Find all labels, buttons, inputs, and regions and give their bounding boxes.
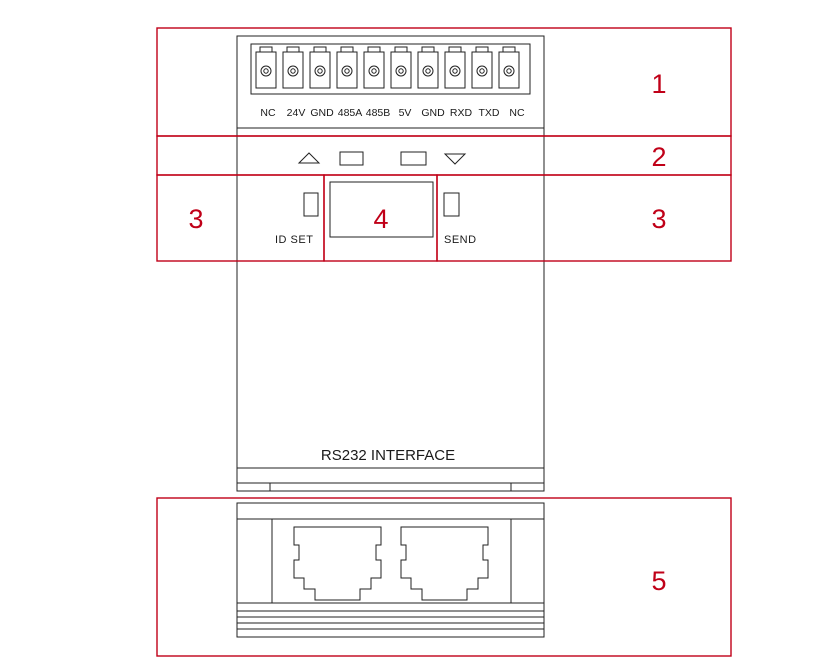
terminal-cell [471,51,493,89]
connector-housing [236,502,545,638]
id-set-label: ID SET [275,234,313,246]
terminal-pin-label: TXD [479,107,500,119]
rj-jack-right[interactable] [400,526,489,601]
triangle-up-icon [297,152,321,164]
screw-head-icon [449,65,461,77]
terminal-cell [309,51,331,89]
id-set-button[interactable] [303,192,319,217]
terminal-pin-label: GND [421,107,445,119]
screw-head-icon [314,65,326,77]
screw-head-icon [260,65,272,77]
terminal-cell [363,51,385,89]
zone-numbers: 1 2 3 4 3 5 [188,69,666,596]
terminal-screw[interactable] [498,46,520,89]
terminal-screw[interactable] [336,46,358,89]
terminal-screw[interactable] [444,46,466,89]
terminal-screws [255,46,520,89]
terminal-pin-label: 485B [366,107,391,119]
screw-head-icon [341,65,353,77]
terminal-tab [259,46,273,53]
controls [303,181,460,238]
screw-slot-icon [344,68,350,74]
zone-4-number: 4 [373,204,388,234]
rj-connector-module [236,502,545,638]
terminal-cell [336,51,358,89]
interface-label: RS232 INTERFACE [321,447,455,464]
send-label: SEND [444,234,477,246]
send-button[interactable] [443,192,460,217]
terminal-tab [421,46,435,53]
device-outline [236,35,545,492]
screw-head-icon [395,65,407,77]
terminal-cell [390,51,412,89]
terminal-housing [250,43,531,95]
screw-head-icon [368,65,380,77]
screw-head-icon [503,65,515,77]
screw-head-icon [476,65,488,77]
terminal-pin-label: GND [310,107,334,119]
terminal-screw[interactable] [417,46,439,89]
display-window [329,181,434,238]
terminal-screw[interactable] [471,46,493,89]
screw-slot-icon [290,68,296,74]
zone-5-number: 5 [651,566,666,596]
screw-slot-icon [506,68,512,74]
screw-slot-icon [263,68,269,74]
screw-head-icon [422,65,434,77]
terminal-pin-label: NC [260,107,276,119]
zone-frames [156,27,732,657]
terminal-screw[interactable] [309,46,331,89]
zone-5-frame [156,497,732,657]
screw-slot-icon [452,68,458,74]
triangle-down-icon [443,153,467,165]
terminal-cell [417,51,439,89]
terminal-tab [475,46,489,53]
device-body [236,35,545,492]
terminal-screw[interactable] [282,46,304,89]
terminal-tab [340,46,354,53]
screw-slot-icon [479,68,485,74]
indicator-led-left [339,151,364,166]
zone-2-frame [156,135,732,176]
terminal-cell [282,51,304,89]
screw-head-icon [287,65,299,77]
zone-3-left-frame [156,174,325,262]
terminal-cell [444,51,466,89]
screw-slot-icon [317,68,323,74]
screw-slot-icon [398,68,404,74]
zone-3-right-number: 3 [651,204,666,234]
terminal-pin-label: 485A [338,107,363,119]
terminal-screw[interactable] [390,46,412,89]
terminal-pin-label: 24V [287,107,306,119]
terminal-screw[interactable] [255,46,277,89]
indicator-row [297,151,467,166]
terminal-tab [502,46,516,53]
terminal-tab [286,46,300,53]
terminal-screw[interactable] [363,46,385,89]
terminal-tab [448,46,462,53]
terminal-tab [313,46,327,53]
zone-2-number: 2 [651,142,666,172]
terminal-pin-label: NC [509,107,525,119]
terminal-cell [255,51,277,89]
terminal-cell [498,51,520,89]
terminal-tab [394,46,408,53]
zone-3-left-number: 3 [188,204,203,234]
terminal-pin-label: 5V [399,107,412,119]
rj-jack-left[interactable] [293,526,382,601]
zone-3-right-frame [436,174,732,262]
zone-1-number: 1 [651,69,666,99]
indicator-led-right [400,151,427,166]
terminal-pin-label: RXD [450,107,473,119]
terminal-tab [367,46,381,53]
screw-slot-icon [371,68,377,74]
terminal-block [250,43,531,95]
screw-slot-icon [425,68,431,74]
